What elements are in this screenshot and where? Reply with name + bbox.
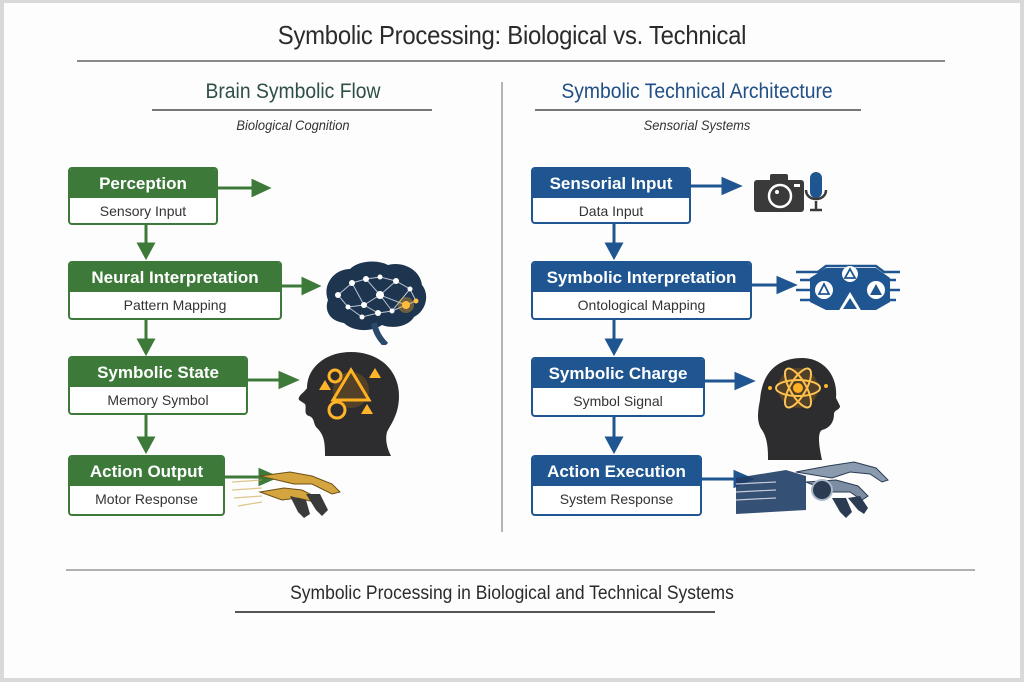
arrowhead [136, 242, 156, 261]
step-subtitle: System Response [559, 491, 674, 507]
step-action-output: Action Output Motor Response [68, 455, 225, 516]
right-column-subheading: Sensorial Systems [643, 117, 751, 133]
arrowhead [251, 178, 272, 198]
step-subtitle: Data Input [578, 203, 644, 219]
step-title: Neural Interpretation [70, 263, 280, 292]
step-sensorial-input: Sensorial Input Data Input [531, 167, 691, 224]
arrowhead [278, 370, 300, 390]
footer-divider [66, 569, 975, 571]
arrowhead [136, 436, 156, 455]
step-title: Symbolic Interpretation [533, 263, 750, 292]
right-heading-underline [535, 109, 861, 111]
arrowhead [734, 371, 756, 391]
arrowhead [604, 338, 624, 357]
step-subtitle: Sensory Input [99, 203, 187, 219]
left-heading-underline [152, 109, 432, 111]
step-title: Sensorial Input [533, 169, 689, 198]
step-subtitle: Ontological Mapping [577, 297, 706, 313]
neural-brain-icon [326, 261, 427, 345]
circuit-symbols-icon [796, 264, 900, 312]
head-symbols-icon [298, 352, 399, 456]
step-subtitle: Memory Symbol [107, 392, 209, 408]
step-symbolic-interpretation: Symbolic Interpretation Ontological Mapp… [531, 261, 752, 320]
step-title: Perception [70, 169, 216, 198]
step-subtitle: Symbol Signal [573, 393, 663, 409]
robot-hand-icon [736, 461, 889, 518]
left-column-heading: Brain Symbolic Flow [205, 80, 381, 103]
column-divider [501, 82, 503, 532]
step-action-execution: Action Execution System Response [531, 455, 702, 516]
step-title: Symbolic Charge [533, 359, 703, 388]
title-divider [77, 60, 945, 62]
step-title: Action Output [70, 457, 223, 486]
footer-caption: Symbolic Processing in Biological and Te… [290, 583, 734, 604]
arrowhead [604, 436, 624, 455]
step-subtitle: Motor Response [95, 491, 198, 507]
arrowhead [721, 176, 743, 196]
golden-hand-icon [232, 471, 341, 518]
arrowhead [136, 338, 156, 357]
step-neural-interpretation: Neural Interpretation Pattern Mapping [68, 261, 282, 320]
arrowhead [604, 242, 624, 261]
left-column-subheading: Biological Cognition [236, 117, 350, 133]
step-subtitle: Pattern Mapping [123, 297, 227, 313]
right-column-heading: Symbolic Technical Architecture [561, 80, 833, 103]
page-title: Symbolic Processing: Biological vs. Tech… [277, 20, 747, 50]
page-background [4, 3, 1020, 678]
step-perception: Perception Sensory Input [68, 167, 218, 225]
arrowhead [776, 275, 798, 295]
step-symbolic-charge: Symbolic Charge Symbol Signal [531, 357, 705, 417]
arrowhead [301, 276, 322, 296]
step-title: Action Execution [533, 457, 700, 486]
camera-microphone-icon [754, 172, 828, 212]
step-title: Symbolic State [70, 358, 246, 387]
footer-underline [235, 611, 715, 613]
head-atom-icon [758, 358, 840, 460]
step-symbolic-state: Symbolic State Memory Symbol [68, 356, 248, 415]
